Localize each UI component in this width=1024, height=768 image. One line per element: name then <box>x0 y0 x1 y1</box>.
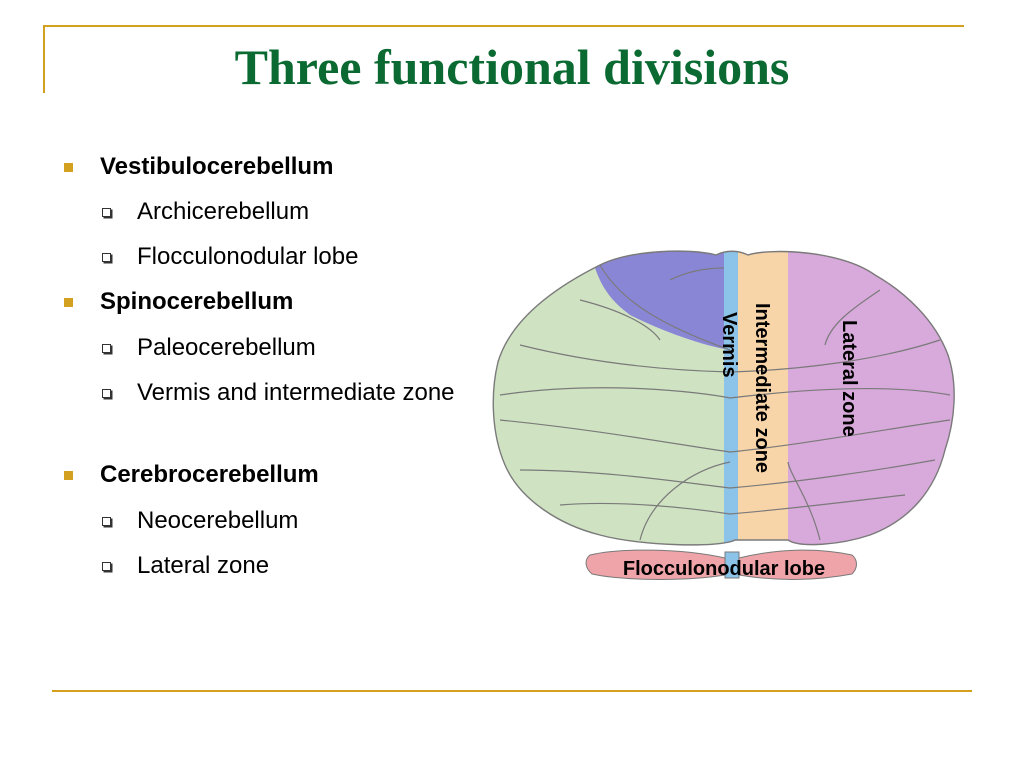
vermis-band <box>724 251 738 545</box>
frame-left-rule <box>43 25 45 93</box>
sub-bullet-neocerebellum: Neocerebellum <box>137 507 299 534</box>
bullet-square-icon <box>64 298 73 307</box>
sub-bullet-checkbox-icon <box>102 253 111 262</box>
sub-bullet-checkbox-icon <box>102 562 111 571</box>
bullet-square-icon <box>64 163 73 172</box>
sub-bullet-flocculonodular-lobe: Flocculonodular lobe <box>137 243 359 270</box>
intermediate-zone-label: Intermediate zone <box>751 303 773 473</box>
vermis-label: Vermis <box>718 312 740 378</box>
sub-bullet-checkbox-icon <box>102 344 111 353</box>
bullet-vestibulocerebellum: Vestibulocerebellum <box>100 153 334 180</box>
sub-bullet-checkbox-icon <box>102 389 111 398</box>
lateral-zone-region <box>788 251 955 545</box>
sub-bullet-lateral-zone: Lateral zone <box>137 552 270 579</box>
frame-bottom-rule <box>52 690 972 692</box>
intermediate-zone-band <box>738 251 788 545</box>
cerebellum-outline <box>492 250 955 546</box>
slide-title: Three functional divisions <box>234 39 790 95</box>
flocculonodular-lobe-shape <box>585 549 857 580</box>
bullet-square-icon <box>64 471 73 480</box>
vestibulocerebellum-region <box>590 251 730 350</box>
bullet-spinocerebellum: Spinocerebellum <box>100 288 294 315</box>
sub-bullet-checkbox-icon <box>102 208 111 217</box>
lateral-zone-label: Lateral zone <box>838 320 860 437</box>
sub-bullet-archicerebellum: Archicerebellum <box>137 198 310 225</box>
fissure-lines <box>499 264 951 541</box>
flocculonodular-lobe-label: Flocculonodular lobe <box>623 558 825 580</box>
bullet-cerebrocerebellum: Cerebrocerebellum <box>100 461 319 488</box>
sub-bullet-checkbox-icon <box>102 517 111 526</box>
sub-bullet-paleocerebellum: Paleocerebellum <box>137 334 316 361</box>
frame-top-rule <box>43 25 964 27</box>
sub-bullet-vermis-intermediate: Vermis and intermediate zone <box>137 379 455 406</box>
